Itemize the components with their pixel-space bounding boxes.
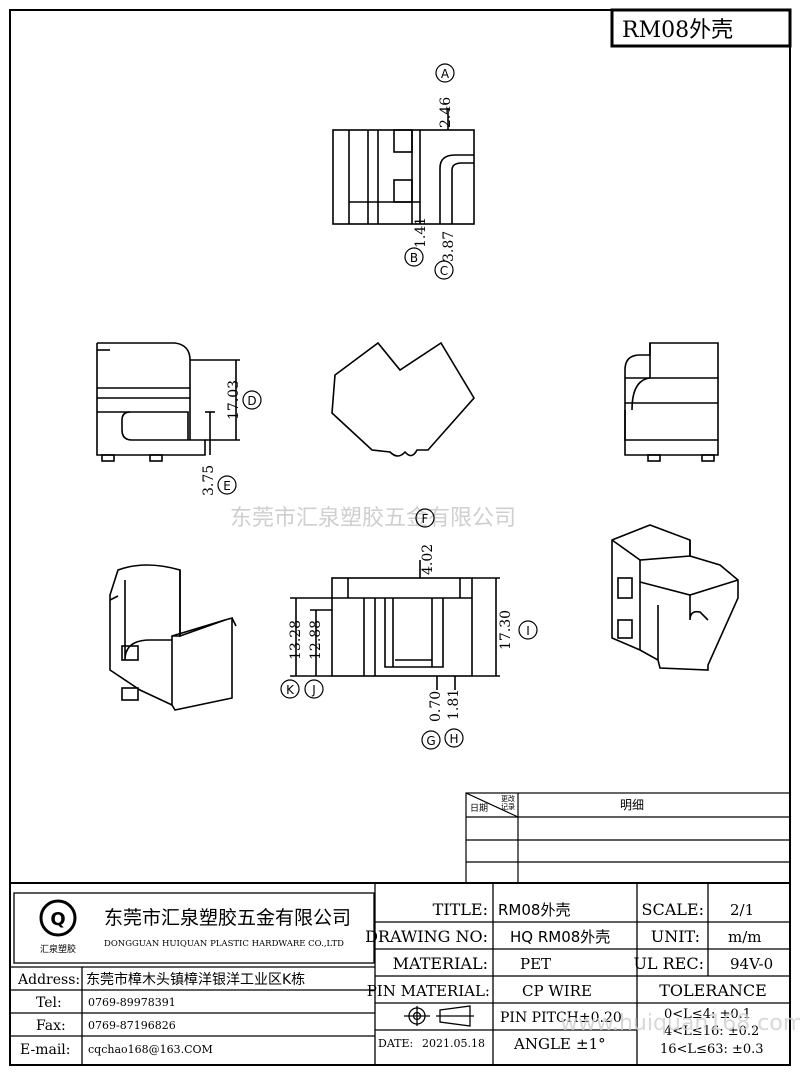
dim-i: 17.30 (498, 610, 514, 650)
marker-j: J (311, 683, 316, 697)
ul-label: UL REC: (633, 954, 704, 973)
marker-g: G (426, 734, 435, 748)
plan-view-outline (331, 341, 475, 457)
left-side-view (96, 342, 240, 462)
marker-c: C (440, 264, 448, 278)
email-value: cqchao168@163.COM (88, 1043, 213, 1056)
company-logo-letter: Q (50, 909, 65, 930)
dim-k: 13.28 (288, 620, 304, 660)
unit-label: UNIT: (651, 927, 700, 946)
company-name-cn: 东莞市汇泉塑胶五金有限公司 (104, 907, 351, 929)
dim-h: 1.81 (446, 689, 462, 720)
marker-h: H (449, 732, 458, 746)
scale-label: SCALE: (642, 900, 704, 919)
right-side-view (624, 342, 719, 462)
tolerance-row-3: 16<L≤63: ±0.3 (660, 1042, 764, 1057)
scale-value: 2/1 (730, 901, 754, 919)
angle-label: ANGLE (513, 1035, 571, 1053)
iso-view-right (611, 524, 739, 671)
tel-label: Tel: (36, 995, 62, 1011)
tolerance-row-1: 0<L≤4: ±0.1 (664, 1007, 751, 1022)
pin-material-label: PIN MATERIAL: (367, 982, 490, 1000)
address-label: Address: (17, 972, 80, 988)
marker-c-circle (434, 260, 454, 280)
dim-d: 17.03 (226, 380, 242, 420)
dim-e: 3.75 (201, 465, 217, 496)
title-value: RM08外壳 (498, 901, 570, 919)
marker-d: D (247, 394, 256, 408)
pin-pitch: PIN PITCH±0.20 (500, 1010, 622, 1026)
marker-e-circle (217, 475, 237, 495)
dim-c: 3.87 (441, 231, 457, 262)
watermark: 东莞市汇泉塑胶五金有限公司 (230, 506, 516, 531)
marker-k: K (286, 683, 295, 697)
drawing-no-value: HQ RM08外壳 (510, 928, 610, 946)
dim-a: 2.46 (438, 97, 454, 128)
title-label: TITLE: (433, 900, 488, 919)
marker-k-circle (280, 679, 300, 699)
marker-i: I (526, 624, 530, 638)
drawing-no-label: DRAWING NO: (365, 927, 488, 946)
revision-date-label: 日期 (470, 803, 488, 814)
email-label: E-mail: (20, 1042, 71, 1058)
revision-detail-label: 明细 (620, 798, 644, 812)
marker-h-circle (444, 728, 464, 748)
marker-f: F (422, 512, 429, 526)
material-label: MATERIAL: (393, 954, 488, 973)
pin-material-value: CP WIRE (522, 982, 592, 1000)
marker-i-circle (518, 620, 538, 640)
fax-label: Fax: (36, 1018, 66, 1034)
top-view (332, 108, 475, 225)
ul-value: 94V-0 (730, 955, 773, 973)
iso-view-left (109, 564, 237, 711)
tolerance-label: TOLERANCE (659, 981, 767, 1000)
revision-change-label-2: 记录 (501, 803, 515, 811)
dim-f: 4.02 (420, 544, 436, 575)
revision-change-label-1: 更改 (501, 794, 515, 803)
tel-value: 0769-89978391 (88, 996, 176, 1009)
projection-symbol-icon (404, 1005, 474, 1027)
unit-value: m/m (728, 928, 762, 946)
part-tag: RM08外壳 (622, 18, 733, 43)
marker-g-circle (421, 730, 441, 750)
fax-value: 0769-87196826 (88, 1019, 176, 1032)
dim-g: 0.70 (428, 691, 444, 722)
marker-d-circle (242, 390, 262, 410)
angle-value: ±1° (576, 1035, 606, 1053)
marker-a-circle (435, 63, 455, 83)
marker-a: A (441, 67, 450, 81)
watermark-url: www.huiquan168.com (560, 1011, 800, 1036)
title-block-grid (9, 882, 791, 1066)
front-view (290, 560, 500, 690)
date-label: DATE: (378, 1037, 413, 1050)
address-value: 东莞市樟木头镇樟洋银洋工业区K栋 (86, 971, 305, 988)
company-logo-text: 汇泉塑胶 (40, 943, 76, 955)
material-value: PET (520, 955, 551, 973)
date-value: 2021.05.18 (422, 1037, 485, 1050)
dim-b: 1.41 (413, 217, 429, 248)
marker-e: E (223, 479, 231, 493)
marker-b-circle (404, 247, 424, 267)
dim-j: 12.88 (308, 620, 324, 660)
part-tag-box (610, 8, 792, 48)
tolerance-row-2: 4<L≤16: ±0.2 (664, 1024, 759, 1039)
marker-f-circle (415, 508, 435, 528)
marker-b: B (410, 251, 418, 265)
marker-j-circle (304, 679, 324, 699)
company-logo-circle (39, 899, 77, 937)
company-name-en: DONGGUAN HUIQUAN PLASTIC HARDWARE CO.,LT… (104, 939, 344, 949)
